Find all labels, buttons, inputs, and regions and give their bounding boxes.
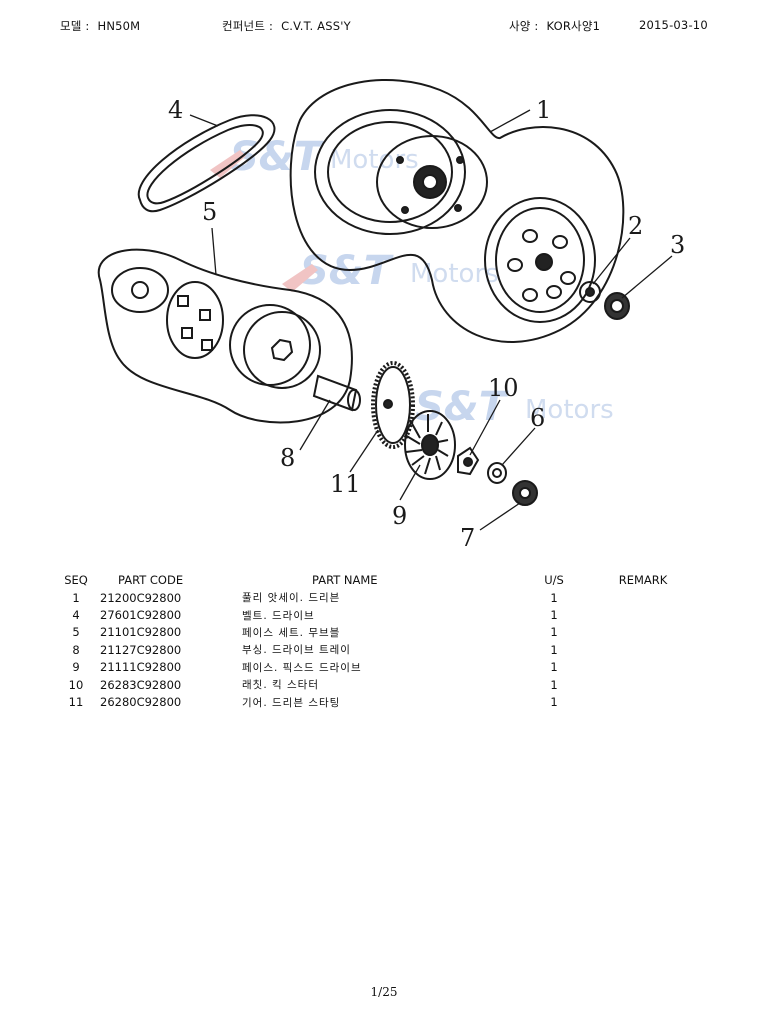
cell-remark — [574, 641, 712, 658]
cell-part-code: 21101C92800 — [100, 625, 182, 640]
part-5-movable-face-set — [97, 248, 353, 424]
model-label: 모델 : — [60, 19, 90, 33]
col-us: U/S — [544, 572, 564, 587]
cell-part-code: 21200C92800 — [100, 590, 182, 605]
watermark-brand: S&T — [230, 134, 324, 180]
table-row: 8 21127C92800 부싱. 드라이브 트레이 1 — [52, 641, 712, 658]
cell-us: 1 — [550, 660, 558, 675]
cell-part-code: 21127C92800 — [100, 642, 182, 657]
table-row: 10 26283C92800 래칫. 킥 스타터 1 — [52, 676, 712, 693]
watermark: S&T Motors S&T Motors S&T Motors — [210, 134, 614, 430]
page-number: 1/25 — [370, 985, 398, 999]
callout-5: 5 — [202, 198, 217, 226]
col-seq: SEQ — [64, 572, 88, 587]
cell-seq: 5 — [72, 625, 80, 640]
watermark-brand: S&T — [415, 384, 509, 430]
table-row: 1 21200C92800 풀리 앗세이. 드리븐 1 — [52, 589, 712, 606]
cell-us: 1 — [550, 608, 558, 623]
spec-label: 사양 : — [509, 19, 539, 33]
cell-part-name: 래칫. 킥 스타터 — [242, 679, 319, 692]
cell-part-code: 27601C92800 — [100, 608, 182, 623]
cell-seq: 9 — [72, 660, 80, 675]
cell-remark — [574, 624, 712, 641]
component-value: C.V.T. ASS'Y — [281, 19, 351, 33]
cell-remark — [574, 589, 712, 606]
callout-10: 10 — [488, 374, 519, 402]
cell-seq: 11 — [68, 695, 84, 710]
cell-part-name: 벨트. 드라이브 — [242, 609, 315, 622]
callout-1: 1 — [536, 96, 551, 124]
col-remark: REMARK — [618, 572, 668, 587]
cell-us: 1 — [550, 625, 558, 640]
cell-part-name: 풀리 앗세이. 드리븐 — [242, 592, 341, 605]
cell-part-code: 21111C92800 — [100, 660, 182, 675]
table-row: 9 21111C92800 페이스. 픽스드 드라이브 1 — [52, 659, 712, 676]
cell-us: 1 — [550, 590, 558, 605]
header-date: 2015-03-10 — [639, 18, 708, 32]
header-model: 모델 : HN50M — [60, 18, 140, 34]
table-header-row: SEQ PART CODE PART NAME U/S REMARK — [52, 570, 712, 589]
cell-us: 1 — [550, 677, 558, 692]
part-6-washer — [487, 462, 507, 484]
cell-us: 1 — [550, 695, 558, 710]
callout-11: 11 — [330, 470, 361, 498]
cell-seq: 8 — [72, 642, 80, 657]
leader-lines — [189, 109, 673, 531]
callout-2: 2 — [628, 212, 643, 240]
cell-part-name: 페이스. 픽스드 드라이브 — [242, 661, 362, 674]
callout-8: 8 — [280, 444, 295, 472]
model-value: HN50M — [97, 19, 141, 33]
part-1-driven-pulley — [289, 79, 625, 343]
table-row: 4 27601C92800 벨트. 드라이브 1 — [52, 606, 712, 623]
spec-value: KOR사양1 — [546, 19, 601, 33]
callout-4: 4 — [168, 96, 183, 124]
callout-3: 3 — [670, 231, 685, 259]
col-part-code: PART CODE — [118, 572, 184, 587]
callout-7: 7 — [460, 524, 475, 552]
cell-seq: 1 — [72, 590, 80, 605]
table-row: 11 26280C92800 기어. 드리븐 스타팅 1 — [52, 693, 712, 710]
component-label: 컨퍼넌트 : — [222, 19, 274, 33]
part-4-drive-belt — [137, 114, 276, 213]
part-11-starting-gear — [371, 361, 415, 449]
cell-seq: 10 — [68, 677, 84, 692]
cell-remark — [574, 606, 712, 623]
cell-part-name: 부싱. 드라이브 트레이 — [242, 644, 351, 657]
cell-us: 1 — [550, 642, 558, 657]
cell-part-code: 26283C92800 — [100, 677, 182, 692]
cell-seq: 4 — [72, 608, 80, 623]
part-3-nut — [604, 292, 630, 320]
cell-part-code: 26280C92800 — [100, 695, 182, 710]
parts-table: SEQ PART CODE PART NAME U/S REMARK 1 212… — [52, 570, 712, 711]
header-component: 컨퍼넌트 : C.V.T. ASS'Y — [222, 18, 351, 34]
part-8-bushing — [312, 374, 361, 412]
part-7-nut — [512, 480, 538, 506]
cell-remark — [574, 676, 712, 693]
part-10-ratchet — [457, 446, 480, 476]
cell-part-name: 기어. 드리븐 스타팅 — [242, 696, 341, 709]
cell-remark — [574, 659, 712, 676]
table-row: 5 21101C92800 페이스 세트. 무브블 1 — [52, 624, 712, 641]
callout-6: 6 — [530, 404, 545, 432]
part-2-washer — [579, 281, 601, 303]
cell-remark — [574, 693, 712, 710]
cell-part-name: 페이스 세트. 무브블 — [242, 626, 341, 639]
part-9-fixed-drive-face — [404, 410, 456, 480]
callout-9: 9 — [392, 502, 407, 530]
watermark-word: Motors — [330, 145, 419, 175]
exploded-parts-diagram: S&T Motors S&T Motors S&T Motors — [97, 79, 685, 552]
watermark-word: Motors — [525, 395, 614, 425]
col-part-name: PART NAME — [312, 572, 378, 587]
header-spec: 사양 : KOR사양1 — [509, 18, 600, 34]
